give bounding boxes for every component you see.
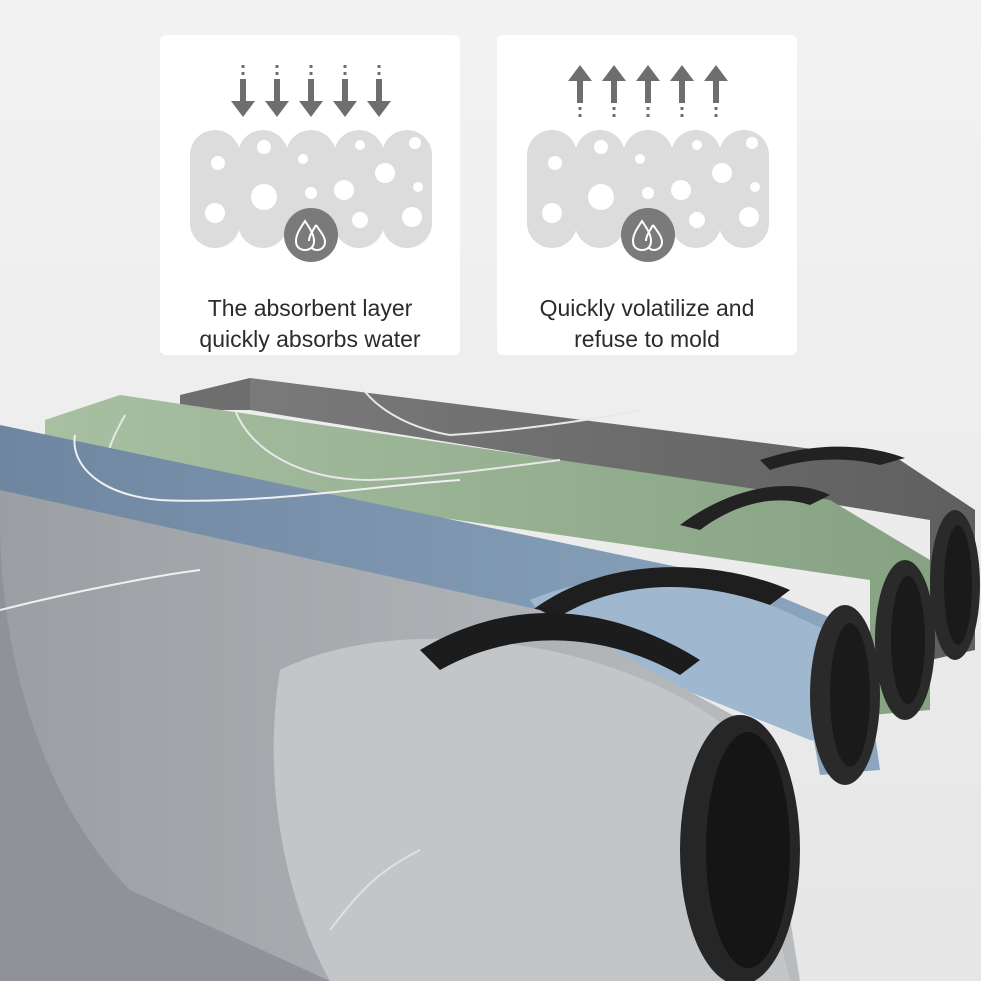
caption-line: refuse to mold <box>574 326 720 352</box>
down-arrows-icon <box>231 65 391 117</box>
volatilize-info-panel: Quickly volatilize and refuse to mold <box>497 35 797 355</box>
water-drops-icon <box>284 208 338 262</box>
absorption-diagram <box>190 65 432 262</box>
up-arrows-icon <box>568 65 728 117</box>
foam-pores <box>542 137 760 228</box>
absorb-info-panel: The absorbent layer quickly absorbs wate… <box>160 35 460 355</box>
absorb-caption: The absorbent layer quickly absorbs wate… <box>160 293 460 355</box>
volatilize-caption: Quickly volatilize and refuse to mold <box>497 293 797 355</box>
green-mat <box>45 395 935 720</box>
rolled-mats-photo <box>0 378 980 981</box>
foam-pores <box>205 137 423 228</box>
dark-gray-mat <box>180 378 980 660</box>
water-drops-icon <box>621 208 675 262</box>
light-gray-mat <box>0 490 800 981</box>
caption-line: Quickly volatilize and <box>539 295 755 321</box>
evaporation-diagram <box>527 65 769 262</box>
caption-line: quickly absorbs water <box>199 326 421 352</box>
caption-line: The absorbent layer <box>207 295 413 321</box>
